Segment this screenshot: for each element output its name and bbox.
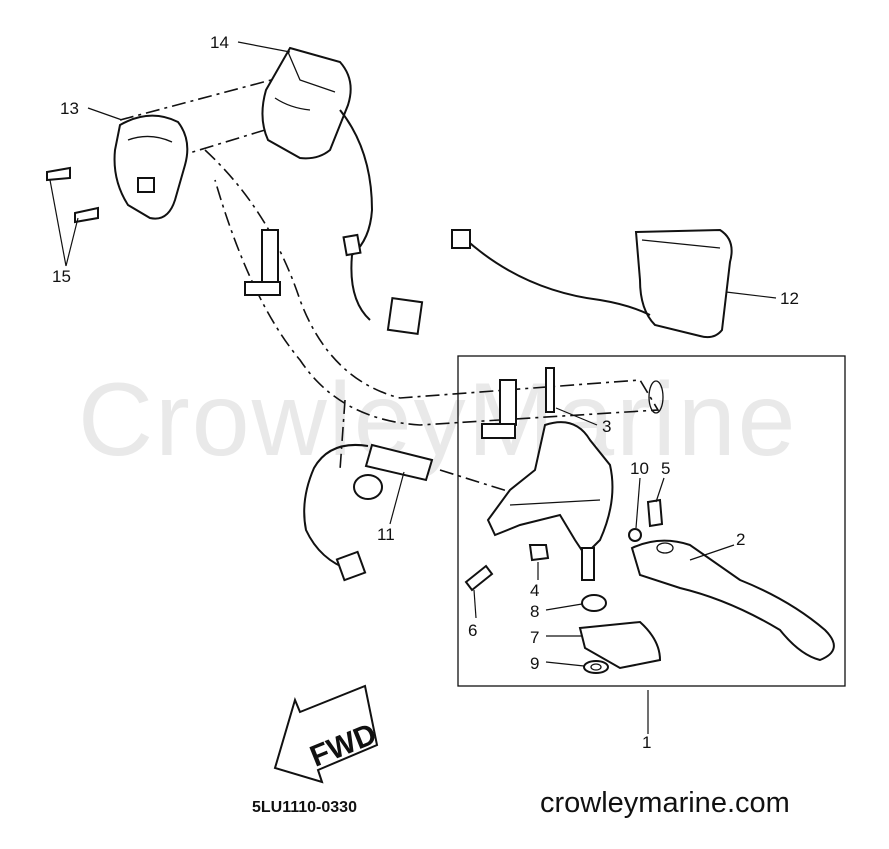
lever-bracket[interactable]	[486, 421, 614, 581]
lever-2[interactable]	[630, 539, 835, 662]
switch-housing-13[interactable]	[113, 114, 189, 220]
stop-switch-12[interactable]	[451, 228, 733, 339]
pin-3[interactable]	[481, 367, 555, 439]
site-label: crowleymarine.com	[540, 787, 790, 819]
callout-4: 4	[530, 581, 539, 600]
nut-4[interactable]	[528, 544, 550, 562]
callout-8: 8	[530, 602, 539, 621]
callout-5: 5	[661, 459, 670, 478]
callout-13: 13	[60, 99, 79, 118]
switch-housing-14[interactable]	[261, 46, 424, 336]
screws-15[interactable]	[46, 166, 99, 224]
callout-15: 15	[52, 267, 71, 286]
callout-3: 3	[602, 417, 611, 436]
callout-14: 14	[210, 33, 229, 52]
bushing-8[interactable]	[581, 594, 607, 612]
callout-9: 9	[530, 654, 539, 673]
fwd-arrow-icon: FWD	[273, 684, 381, 784]
callout-2: 2	[736, 530, 745, 549]
watermark: CrowleyMarine	[78, 362, 798, 478]
washer-9[interactable]	[583, 660, 609, 674]
collar-5[interactable]	[646, 498, 664, 528]
callout-10: 10	[630, 459, 649, 478]
screw-6[interactable]	[464, 564, 494, 592]
callout-12: 12	[780, 289, 799, 308]
plate-7[interactable]	[578, 620, 662, 670]
leader-lines	[49, 41, 777, 734]
wire-clamp-upper	[244, 229, 281, 296]
assembly-box-1	[457, 355, 846, 687]
callout-6: 6	[468, 621, 477, 640]
callout-1: 1	[642, 733, 651, 752]
callout-11: 11	[377, 525, 395, 544]
callout-7: 7	[530, 628, 539, 647]
kill-switch-11[interactable]	[303, 443, 434, 582]
diagram-code: 5LU1110-0330	[252, 799, 357, 816]
spring-10[interactable]	[628, 528, 642, 542]
callouts: 14 13 15 12 3 10 5 2 11 4 8 7 6 9 1	[52, 33, 799, 752]
